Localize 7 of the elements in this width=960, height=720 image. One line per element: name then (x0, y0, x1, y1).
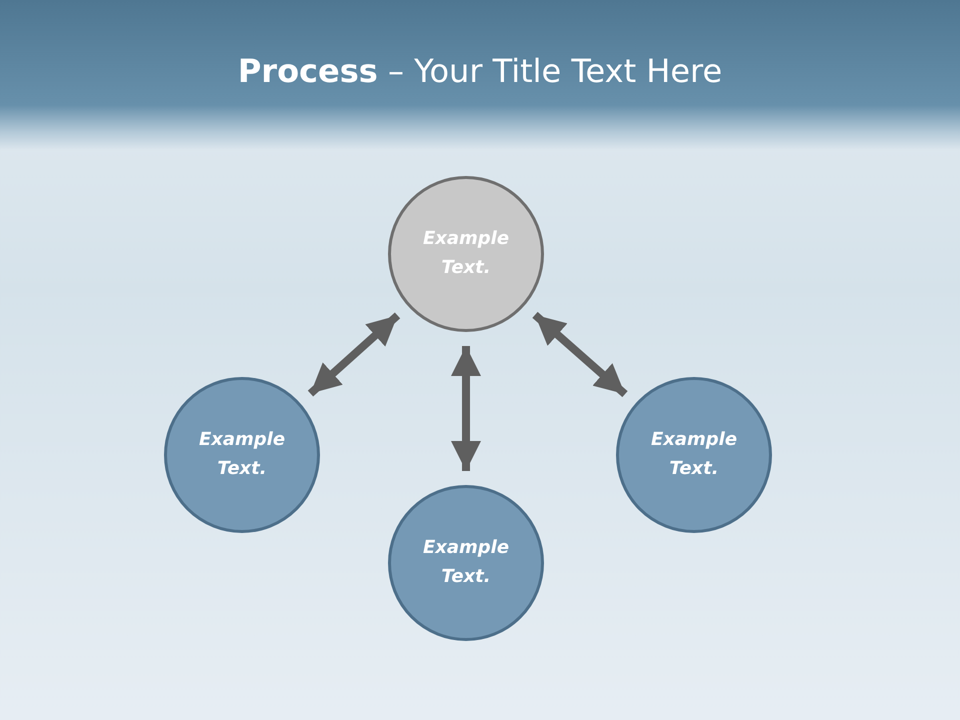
node-text: Example Text. (198, 428, 286, 481)
node-text: Example Text. (650, 428, 738, 481)
double-arrow (532, 312, 628, 398)
node-text: Example Text. (422, 536, 510, 589)
double-arrow (308, 312, 400, 397)
double-arrow (451, 346, 481, 471)
title: Process – Your Title Text Here (238, 52, 722, 90)
